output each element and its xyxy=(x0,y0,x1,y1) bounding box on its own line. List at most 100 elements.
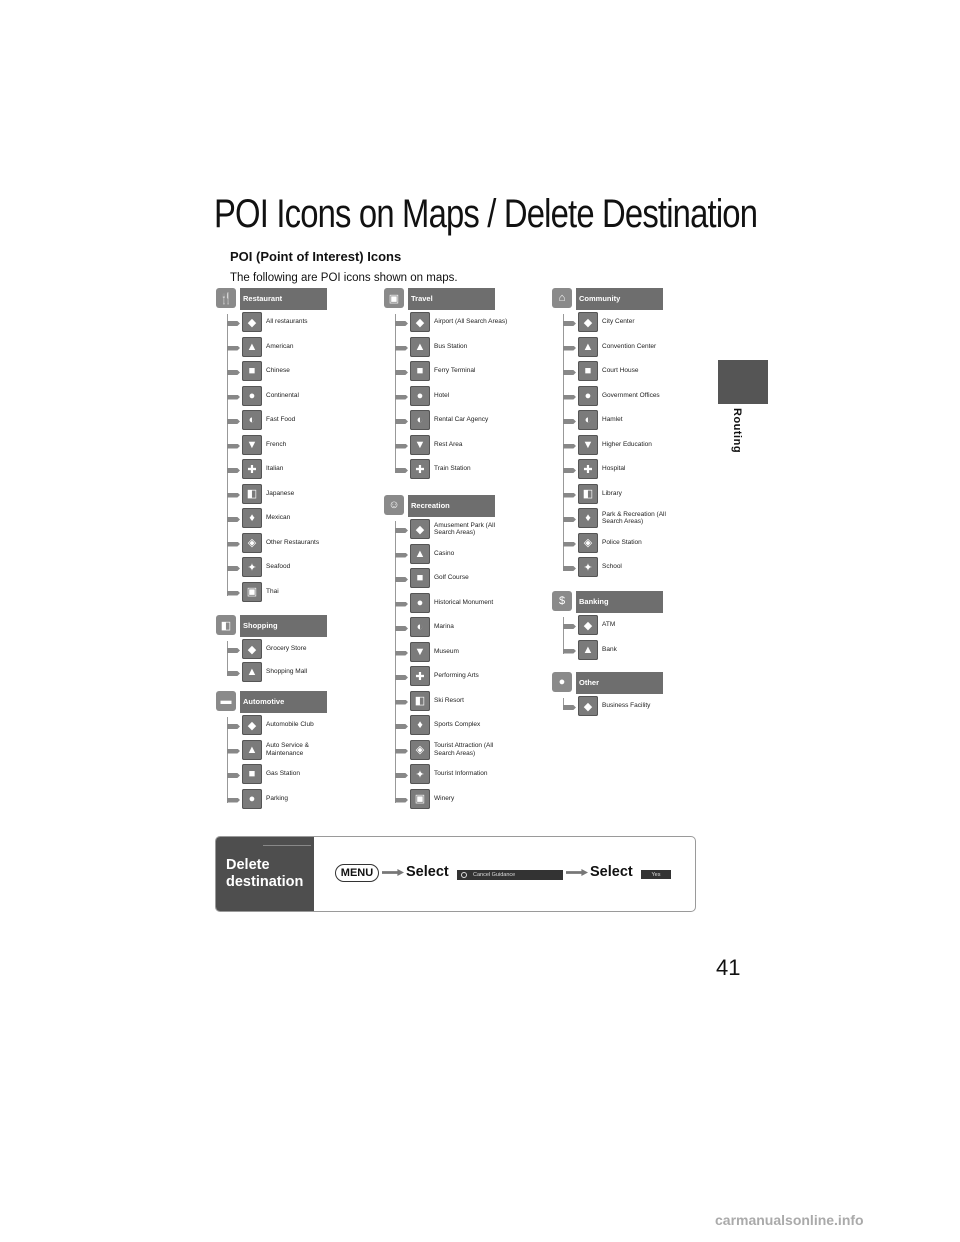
poi-icon: ▲ xyxy=(578,336,598,357)
arrow-connector-icon xyxy=(563,345,576,351)
cancel-circle-icon xyxy=(461,872,467,878)
poi-icon: ◈ xyxy=(242,532,262,553)
poi-label: Sports Complex xyxy=(434,721,481,729)
poi-icon: ◆ xyxy=(242,312,262,332)
poi-label: Performing Arts xyxy=(434,672,479,680)
poi-label: Ferry Terminal xyxy=(434,367,476,375)
poi-label: Library xyxy=(602,489,622,497)
poi-icon: ▼ xyxy=(410,641,430,662)
poi-icon: ■ xyxy=(578,361,598,381)
arrow-connector-icon xyxy=(563,394,576,400)
yes-button[interactable]: Yes xyxy=(641,870,671,879)
poi-label: Thai xyxy=(266,587,279,595)
poi-icon: ✚ xyxy=(578,459,598,479)
poi-icon: ◐ xyxy=(410,617,430,637)
delete-destination-box: Delete destination MENU Select Cancel Gu… xyxy=(215,836,696,912)
arrow-connector-icon xyxy=(395,675,408,680)
tree-line xyxy=(395,314,396,473)
poi-label: Airport (All Search Areas) xyxy=(434,318,508,326)
arrow-connector-icon xyxy=(563,566,576,571)
arrow-connector-icon xyxy=(395,443,408,449)
arrow-connector-icon xyxy=(563,443,576,449)
poi-label: Golf Course xyxy=(434,574,469,582)
arrow-connector-icon xyxy=(395,748,408,754)
poi-label: Hospital xyxy=(602,465,626,473)
category-label: Restaurant xyxy=(240,288,327,310)
poi-icon: ◆ xyxy=(242,639,262,659)
arrow-connector-icon xyxy=(563,468,576,473)
poi-label: Rental Car Agency xyxy=(434,416,489,424)
category-label: Shopping xyxy=(240,615,327,637)
poi-label: ATM xyxy=(602,621,616,629)
arrow-connector-icon xyxy=(563,648,576,654)
arrow-connector-icon xyxy=(395,650,408,656)
poi-icon: ◧ xyxy=(578,483,598,504)
poi-icon: ◐ xyxy=(578,410,598,430)
arrow-right-icon xyxy=(382,869,404,876)
poi-icon: ▲ xyxy=(410,543,430,564)
side-tab-marker xyxy=(718,360,768,404)
arrow-connector-icon xyxy=(563,370,576,375)
poi-icon: ■ xyxy=(410,568,430,588)
poi-label: Train Station xyxy=(434,465,471,473)
poi-label: Fast Food xyxy=(266,416,296,424)
poi-label: Hamlet xyxy=(602,416,623,424)
arrow-connector-icon xyxy=(395,797,408,803)
poi-label: American xyxy=(266,342,294,350)
poi-label: Higher Education xyxy=(602,440,652,448)
arrow-connector-icon xyxy=(395,468,408,473)
arrow-connector-icon xyxy=(227,517,240,522)
poi-label: Auto Service & Maintenance xyxy=(266,742,309,757)
poi-label: French xyxy=(266,440,287,448)
section-subtitle: POI (Point of Interest) Icons xyxy=(230,249,402,264)
poi-icon: ✚ xyxy=(410,666,430,686)
poi-icon: ◆ xyxy=(578,615,598,635)
poi-icon: ♦ xyxy=(410,715,430,735)
poi-icon: ▲ xyxy=(242,662,262,682)
fork-knife-icon: 🍴 xyxy=(216,288,236,308)
arrow-connector-icon xyxy=(227,443,240,449)
poi-label: Parking xyxy=(266,794,289,802)
category-label: Other xyxy=(576,672,663,694)
poi-label: Japanese xyxy=(266,489,295,497)
poi-icon: ◆ xyxy=(242,715,262,735)
poi-icon: ■ xyxy=(242,361,262,381)
arrow-connector-icon xyxy=(395,552,408,558)
poi-icon: ◆ xyxy=(578,696,598,716)
delete-destination-title: Delete destination xyxy=(226,857,304,890)
poi-label: Bus Station xyxy=(434,342,468,350)
poi-label: Tourist Information xyxy=(434,770,488,778)
poi-icon: ◆ xyxy=(410,519,430,539)
car-icon: ▬ xyxy=(216,691,236,711)
tree-line xyxy=(563,698,564,710)
menu-button[interactable]: MENU xyxy=(335,864,379,882)
arrow-connector-icon xyxy=(563,624,576,629)
arrow-connector-icon xyxy=(563,419,576,424)
poi-label: Park & Recreation (All Search Areas) xyxy=(602,510,666,526)
side-label: Routing xyxy=(731,408,743,454)
community-icon: ⌂ xyxy=(552,288,572,308)
poi-label: All restaurants xyxy=(266,318,308,326)
poi-label: Court House xyxy=(602,367,639,375)
arrow-connector-icon xyxy=(227,566,240,571)
poi-icon: ✚ xyxy=(242,459,262,479)
other-icon: ● xyxy=(552,672,572,692)
poi-label: Tourist Attraction (All Search Areas) xyxy=(434,742,494,757)
tree-line xyxy=(227,314,228,596)
arrow-connector-icon xyxy=(227,541,240,547)
arrow-connector-icon xyxy=(227,394,240,400)
divider xyxy=(263,845,311,846)
arrow-connector-icon xyxy=(563,517,576,522)
poi-label: Shopping Mall xyxy=(266,668,308,676)
poi-label: Other Restaurants xyxy=(266,538,320,546)
poi-label: Grocery Store xyxy=(266,645,307,653)
arrow-connector-icon xyxy=(563,705,576,710)
arrow-connector-icon xyxy=(395,345,408,351)
select-text: Select xyxy=(590,864,633,880)
category-label: Community xyxy=(576,288,663,310)
dollar-icon: $ xyxy=(552,591,572,611)
poi-icon: ▲ xyxy=(242,336,262,357)
cancel-guidance-button[interactable]: Cancel Guidance xyxy=(457,870,563,880)
arrow-connector-icon xyxy=(227,370,240,375)
arrow-connector-icon xyxy=(227,724,240,729)
